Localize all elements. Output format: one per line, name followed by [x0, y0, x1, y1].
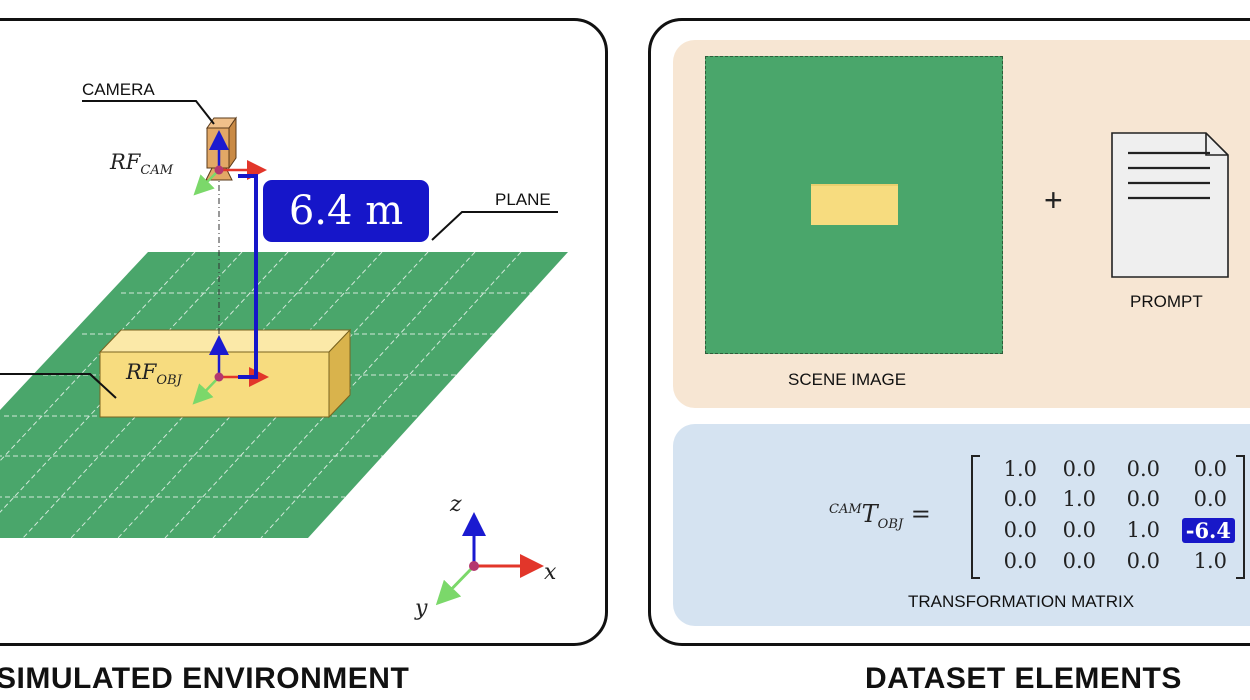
- matrix-cell: 0.0: [1003, 549, 1037, 573]
- dataset-caption: DATASET ELEMENTS: [865, 662, 1182, 695]
- plane-label: PLANE: [495, 190, 551, 209]
- environment-caption: SIMULATED ENVIRONMENT: [0, 662, 410, 695]
- axis-z-label: z: [450, 492, 462, 517]
- environment-diagram: [0, 100, 568, 606]
- rf-obj-label: RFOBJ: [126, 360, 182, 389]
- distance-badge: 6.4 m: [263, 180, 429, 242]
- scene-object: [811, 186, 898, 225]
- matrix-cell: 0.0: [1062, 549, 1096, 573]
- matrix-cell: 1.0: [1003, 457, 1037, 481]
- matrix-cell: 1.0: [1062, 487, 1096, 511]
- matrix-cell: 0.0: [1193, 487, 1227, 511]
- matrix-cell: 0.0: [1193, 457, 1227, 481]
- matrix-cell: 0.0: [1126, 549, 1160, 573]
- matrix-cell: 1.0: [1193, 549, 1227, 573]
- matrix-cell: 0.0: [1126, 487, 1160, 511]
- camera-origin-dot: [214, 165, 224, 175]
- matrix-cell: 0.0: [1003, 518, 1037, 542]
- axis-x-label: x: [544, 560, 557, 585]
- matrix-cell: 0.0: [1062, 457, 1096, 481]
- prompt-label: PROMPT: [1130, 292, 1203, 311]
- matrix-cell-highlight: -6.4: [1163, 518, 1235, 543]
- rf-cam-label: RFCAM: [110, 150, 174, 179]
- matrix-symbol: CAMTOBJ =: [829, 500, 931, 532]
- plus-sign: +: [1044, 182, 1063, 218]
- axis-y-label: y: [415, 596, 428, 621]
- matrix-section: [673, 424, 1250, 626]
- camera-label: CAMERA: [82, 80, 155, 99]
- matrix-cell: 1.0: [1126, 518, 1160, 542]
- matrix-brackets: [971, 455, 1245, 579]
- highlighted-value: -6.4: [1181, 518, 1235, 543]
- document-icon: [1111, 132, 1229, 278]
- distance-bracket: [238, 174, 258, 379]
- matrix-cell: 0.0: [1062, 518, 1096, 542]
- scene-image-label: SCENE IMAGE: [788, 370, 907, 389]
- matrix-label: TRANSFORMATION MATRIX: [908, 592, 1135, 611]
- matrix-cell: 0.0: [1126, 457, 1160, 481]
- world-origin-dot: [469, 561, 479, 571]
- matrix-cell: 0.0: [1003, 487, 1037, 511]
- object-origin-dot: [214, 372, 224, 382]
